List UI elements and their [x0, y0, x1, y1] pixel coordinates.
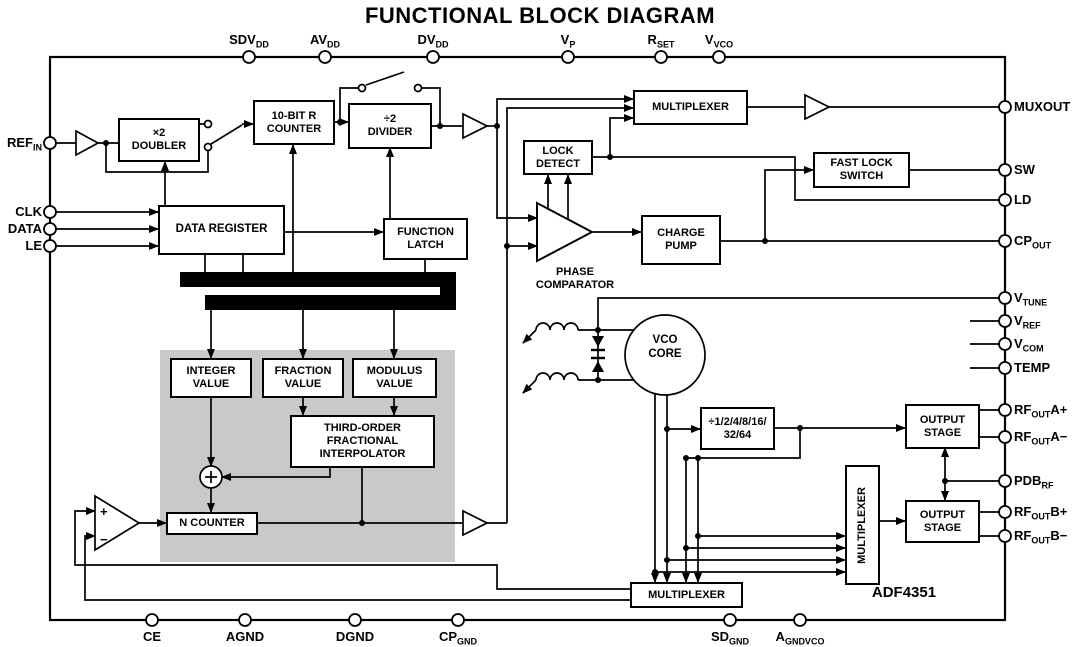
block-n-counter: N COUNTER: [166, 512, 258, 535]
symbols: + −: [75, 83, 831, 552]
pin-label-agnd: AGND: [225, 629, 265, 644]
pin-label-sdgnd: SDGND: [710, 629, 750, 647]
pin-cpgnd-circle: [451, 613, 465, 627]
pin-label-le: LE: [25, 238, 42, 253]
pin-label-cpgnd: CPGND: [438, 629, 478, 647]
pin-label-sdvdd: SDVDD: [229, 32, 269, 50]
n-path-buffer-icon: [462, 509, 489, 537]
pin-label-refin: REFIN: [7, 135, 42, 153]
vco-core-label: VCO CORE: [648, 334, 682, 360]
pin-label-muxout: MUXOUT: [1014, 99, 1071, 114]
block-charge-pump: CHARGE PUMP: [641, 215, 721, 265]
block-third-order-fractional-interpolator: THIRD-ORDER FRACTIONAL INTERPOLATOR: [290, 415, 435, 468]
block-output-stage-a: OUTPUT STAGE: [905, 404, 980, 449]
pin-vp-circle: [561, 50, 575, 64]
pin-pdbrf-circle: [998, 474, 1012, 488]
pin-sdgnd-circle: [723, 613, 737, 627]
block-feedback-multiplexer: MULTIPLEXER: [630, 582, 743, 608]
pin-label-agndvco: AGNDVCO: [775, 629, 825, 647]
block-lock-detect: LOCK DETECT: [523, 140, 593, 175]
muxout-buffer-icon: [804, 93, 831, 121]
pin-label-clk: CLK: [15, 204, 42, 219]
pin-circles: [43, 50, 1012, 627]
pin-rfouta-plus-circle: [998, 403, 1012, 417]
block-function-latch: FUNCTION LATCH: [383, 218, 468, 260]
pin-label-cpout: CPOUT: [1014, 233, 1052, 251]
pin-label-vtune: VTUNE: [1014, 290, 1048, 308]
feedback-amp-minus: −: [100, 532, 108, 547]
pin-rfouta-minus-circle: [998, 430, 1012, 444]
pin-label-rfoutb-minus: RFOUTB−: [1014, 528, 1068, 546]
pin-label-data: DATA: [7, 221, 42, 236]
phase-comparator-label: PHASE COMPARATOR: [535, 266, 615, 292]
phase-comparator-triangle: [536, 201, 595, 263]
pin-le-circle: [43, 239, 57, 253]
diagram-title: FUNCTIONAL BLOCK DIAGRAM: [364, 3, 716, 28]
pin-temp-circle: [998, 361, 1012, 375]
vco-core-circle: [624, 314, 706, 396]
block-10bit-r-counter: 10-BIT R COUNTER: [253, 100, 335, 145]
pin-ld-circle: [998, 193, 1012, 207]
block-rfout-multiplexer: MULTIPLEXER: [845, 465, 880, 585]
feedback-amp-plus: +: [100, 504, 108, 519]
pin-label-rfoutb-plus: RFOUTB+: [1014, 504, 1068, 522]
block-fraction-value: FRACTION VALUE: [262, 358, 344, 398]
pin-rset-circle: [654, 50, 668, 64]
pin-label-rfouta-minus: RFOUTA−: [1014, 429, 1068, 447]
pin-label-ld: LD: [1014, 192, 1032, 207]
pin-label-rfouta-plus: RFOUTA+: [1014, 402, 1068, 420]
pin-sdvdd-circle: [242, 50, 256, 64]
pin-agndvco-circle: [793, 613, 807, 627]
ref-path-buffer-icon: [462, 112, 489, 140]
pin-label-pdbrf: PDBRF: [1014, 473, 1054, 491]
refin-buffer-icon: [75, 129, 100, 157]
feedback-amp-icon: [94, 494, 141, 552]
pin-avdd-circle: [318, 50, 332, 64]
pin-agnd-circle: [238, 613, 252, 627]
chip-name-label: ADF4351: [871, 584, 937, 601]
block-output-stage-b: OUTPUT STAGE: [905, 500, 980, 543]
block-muxout-multiplexer: MULTIPLEXER: [633, 90, 748, 125]
block-x2-doubler: ×2 DOUBLER: [118, 118, 200, 162]
pin-cpout-circle: [998, 234, 1012, 248]
pin-vref-circle: [998, 314, 1012, 328]
pin-vtune-circle: [998, 291, 1012, 305]
pin-dgnd-circle: [348, 613, 362, 627]
pin-sw-circle: [998, 163, 1012, 177]
pin-refin-circle: [43, 136, 57, 150]
pin-label-vref: VREF: [1014, 313, 1041, 331]
block-integer-value: INTEGER VALUE: [170, 358, 252, 398]
pin-label-vvco: VVCO: [704, 32, 734, 50]
pin-vvco-circle: [712, 50, 726, 64]
pin-vcom-circle: [998, 337, 1012, 351]
data-bus-bars: [180, 272, 456, 310]
pin-muxout-circle: [998, 100, 1012, 114]
pin-dvdd-circle: [426, 50, 440, 64]
pin-label-ce: CE: [142, 629, 162, 644]
pin-rfoutb-minus-circle: [998, 529, 1012, 543]
pin-label-dvdd: DVDD: [417, 32, 449, 50]
block-div2-divider: ÷2 DIVIDER: [348, 103, 432, 149]
block-modulus-value: MODULUS VALUE: [352, 358, 437, 398]
pin-label-sw: SW: [1014, 162, 1035, 177]
block-data-register: DATA REGISTER: [158, 205, 285, 255]
varactor-diodes-icon: [591, 336, 605, 372]
pin-ce-circle: [145, 613, 159, 627]
doubler-bypass-switch-icon: [203, 119, 213, 152]
pin-data-circle: [43, 222, 57, 236]
pin-label-rset: RSET: [647, 32, 675, 50]
pin-label-temp: TEMP: [1014, 360, 1051, 375]
pin-label-vcom: VCOM: [1014, 336, 1044, 354]
pin-label-avdd: AVDD: [309, 32, 341, 50]
pin-label-vp: VP: [560, 32, 576, 50]
pin-rfoutb-plus-circle: [998, 505, 1012, 519]
block-rf-divider: ÷1/2/4/8/16/ 32/64: [700, 407, 775, 450]
pin-clk-circle: [43, 205, 57, 219]
pin-label-dgnd: DGND: [335, 629, 375, 644]
junction-dots: [103, 119, 948, 575]
block-fast-lock-switch: FAST LOCK SWITCH: [813, 152, 910, 188]
div2-bypass-switch-icon: [357, 83, 423, 93]
summation-node-icon: [199, 465, 223, 489]
